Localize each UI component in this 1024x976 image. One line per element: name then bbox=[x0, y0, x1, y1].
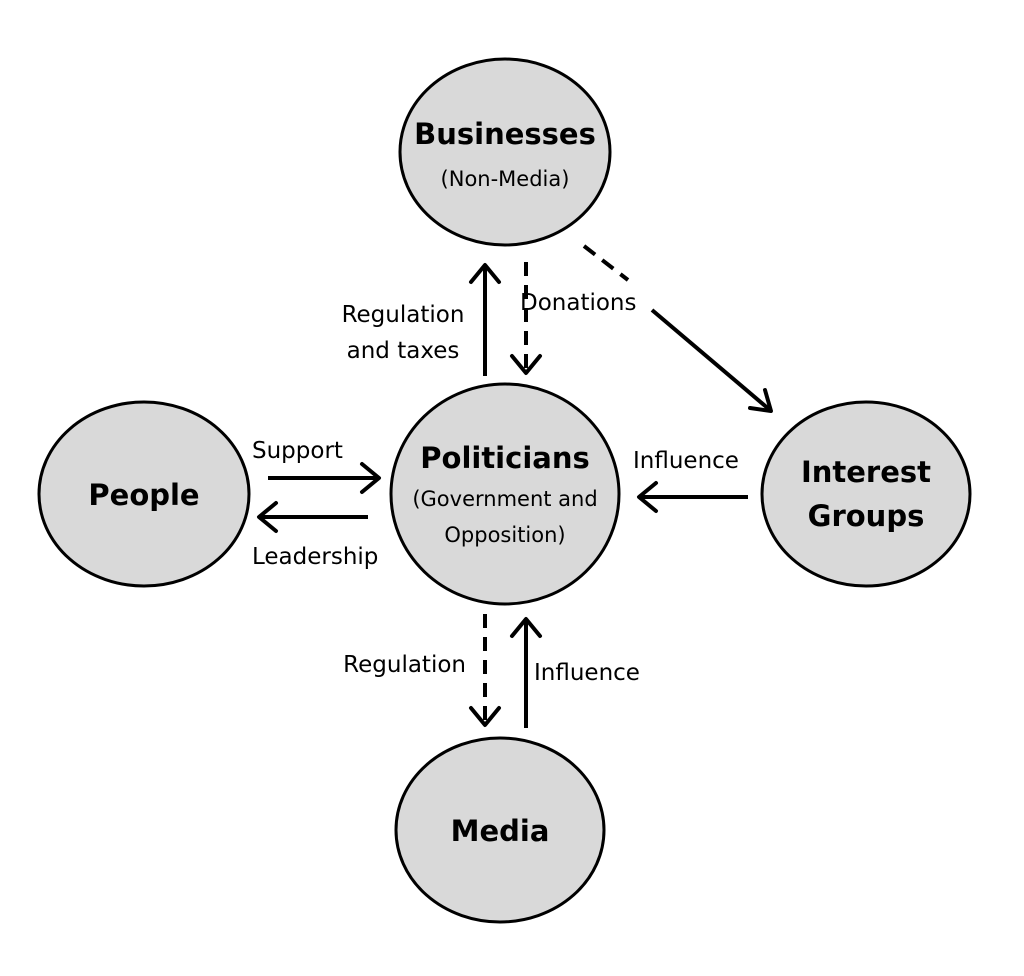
support-label: Support bbox=[252, 438, 343, 464]
people-title: People bbox=[88, 478, 199, 512]
leadership-label: Leadership bbox=[252, 544, 378, 570]
interest-groups-title-line2: Groups bbox=[808, 499, 925, 533]
business-interest-solid-segment bbox=[650, 308, 772, 412]
interest-influence-label: Influence bbox=[633, 448, 739, 474]
media-influence-arrowhead bbox=[510, 617, 542, 638]
business-interest-dashed-segment bbox=[582, 244, 630, 282]
interest-groups-title-line1: Interest bbox=[801, 455, 931, 489]
regulation-taxes-arrowhead bbox=[469, 263, 501, 284]
regulation-taxes-label-line2: and taxes bbox=[347, 338, 460, 364]
politicians-subtitle-line2: Opposition) bbox=[444, 523, 565, 547]
businesses-subtitle: (Non-Media) bbox=[441, 167, 570, 191]
leadership-arrowhead bbox=[257, 501, 278, 533]
regulation-taxes-label-line1: Regulation bbox=[342, 302, 465, 328]
businesses-title: Businesses bbox=[414, 117, 596, 151]
support-arrowhead bbox=[360, 462, 381, 494]
business-interest-arrowhead bbox=[748, 388, 773, 413]
people-node bbox=[37, 400, 251, 588]
media-title: Media bbox=[451, 814, 550, 848]
media-influence-label: Influence bbox=[534, 660, 640, 686]
donations-label: Donations bbox=[520, 290, 637, 316]
politicians-subtitle-line1: (Government and bbox=[412, 487, 597, 511]
media-regulation-label: Regulation bbox=[343, 652, 466, 678]
donations-arrowhead bbox=[510, 354, 542, 375]
politicians-title: Politicians bbox=[420, 441, 589, 475]
politicians-node bbox=[389, 382, 621, 606]
interest-influence-arrowhead bbox=[637, 481, 658, 513]
media-regulation-arrowhead bbox=[469, 706, 501, 727]
businesses-node bbox=[398, 57, 612, 247]
interest-groups-node bbox=[760, 400, 972, 588]
media-node bbox=[394, 736, 606, 924]
